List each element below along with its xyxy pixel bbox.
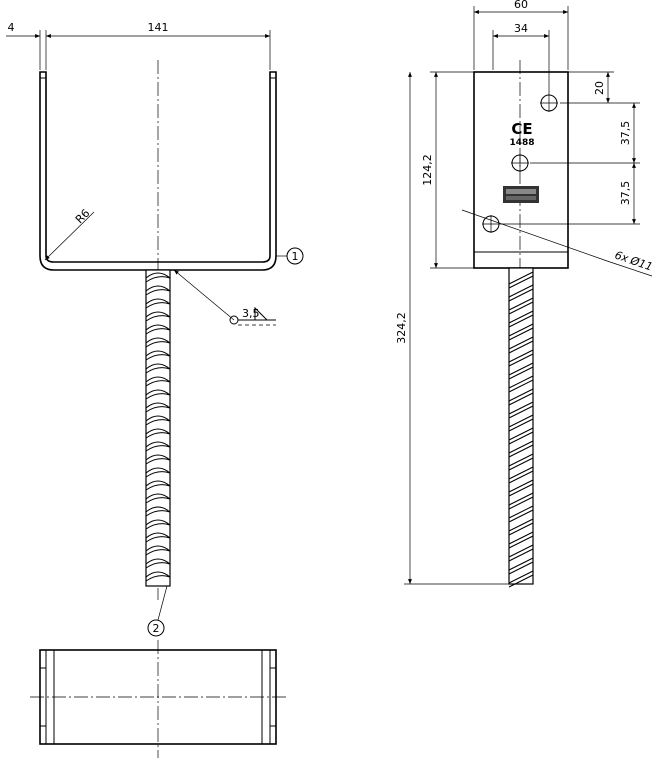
balloon-2-leader [157,585,168,621]
rebar-rib [508,518,534,536]
rebar-rib [508,271,534,289]
rebar-rib [145,272,171,283]
balloon-2 [147,619,165,637]
rebar-rib [145,337,171,348]
rebar-rib [145,467,171,478]
hole-lower [482,215,500,233]
rebar-rib [508,505,534,523]
dim-width-label: 141 [148,21,169,34]
rebar-body [145,269,171,587]
rebar-rib [508,297,534,315]
dim-thickness-label: 4 [8,21,15,34]
ce-mark: CE [511,120,532,138]
rebar-rib [145,545,171,556]
dim-total-height-label: 324,2 [395,312,408,344]
dim-plate-width-label: 60 [514,0,528,11]
rebar-rib [508,284,534,302]
rebar-rib [145,519,171,530]
rebar-rib [145,506,171,517]
rebar-rib [508,531,534,549]
rebar-rib [145,558,171,569]
rebar-rib [145,376,171,387]
rebar-rib [145,324,171,335]
rebar-rib [145,285,171,296]
rebar-rib [508,557,534,575]
weld-fillet-symbol [254,306,268,321]
rebar-rib [508,362,534,380]
rebar-rib [145,350,171,361]
rebar-rib [145,571,171,582]
hole-upper [540,94,558,112]
rebar-rib [508,388,534,406]
rebar-rib [145,389,171,400]
front-view: 141 4 R6 1 3,5 2 [6,21,304,637]
rebar-rib [145,493,171,504]
rebar-rib [508,336,534,354]
rebar-rib [145,402,171,413]
ce-number: 1488 [509,138,534,148]
rebar-rib [145,428,171,439]
rebar-rib [145,311,171,322]
product-label-stamp-line1 [506,189,536,194]
hole-callout-shelf [609,261,653,277]
dim-plate-height-label: 124,2 [421,154,434,186]
dim-radius-label: R6 [73,207,93,227]
front-rebar [145,269,171,587]
weld-leader [173,269,235,321]
balloon-1 [286,247,304,265]
side-rebar [508,267,534,588]
dim-hole-spacing-h-label: 34 [514,22,528,35]
weld-size-label: 3,5 [242,307,260,320]
rebar-rib [145,480,171,491]
dim-top-offset-label: 20 [593,81,606,95]
hole-middle [511,154,529,172]
bracket-outer-contour [39,71,277,271]
rebar-rib [508,427,534,445]
rebar-rib [145,454,171,465]
rebar-rib [508,401,534,419]
rebar-rib [508,453,534,471]
side-view: CE 1488 60 34 20 37,5 37,5 [395,0,655,588]
hole-callout-leader [461,209,611,263]
plan-view [30,640,288,758]
hole-diameter: Ø11 [628,254,655,274]
rebar-rib [508,466,534,484]
dim-hole-spacing-v1-label: 37,5 [619,121,632,146]
rebar-rib [145,532,171,543]
side-plate [473,71,569,269]
rebar-rib [145,441,171,452]
hole-count: 6x [613,249,630,266]
radius-leader [44,211,95,261]
balloon-1-label: 1 [292,250,299,263]
rebar-rib [508,310,534,328]
balloon-2-label: 2 [153,622,160,635]
rebar-rib [508,323,534,341]
product-label-stamp [503,186,539,203]
rebar-rib [508,414,534,432]
side-rebar-body [508,267,534,585]
rebar-rib [145,298,171,309]
rebar-rib [508,440,534,458]
rebar-rib [508,492,534,510]
rebar-rib [508,544,534,562]
rebar-rib [508,349,534,367]
rebar-rib [145,363,171,374]
rebar-rib [508,570,534,588]
dim-hole-spacing-v2-label: 37,5 [619,181,632,206]
rebar-rib [145,415,171,426]
rebar-rib [508,375,534,393]
rebar-rib [508,479,534,497]
product-label-stamp-line2 [506,196,536,200]
